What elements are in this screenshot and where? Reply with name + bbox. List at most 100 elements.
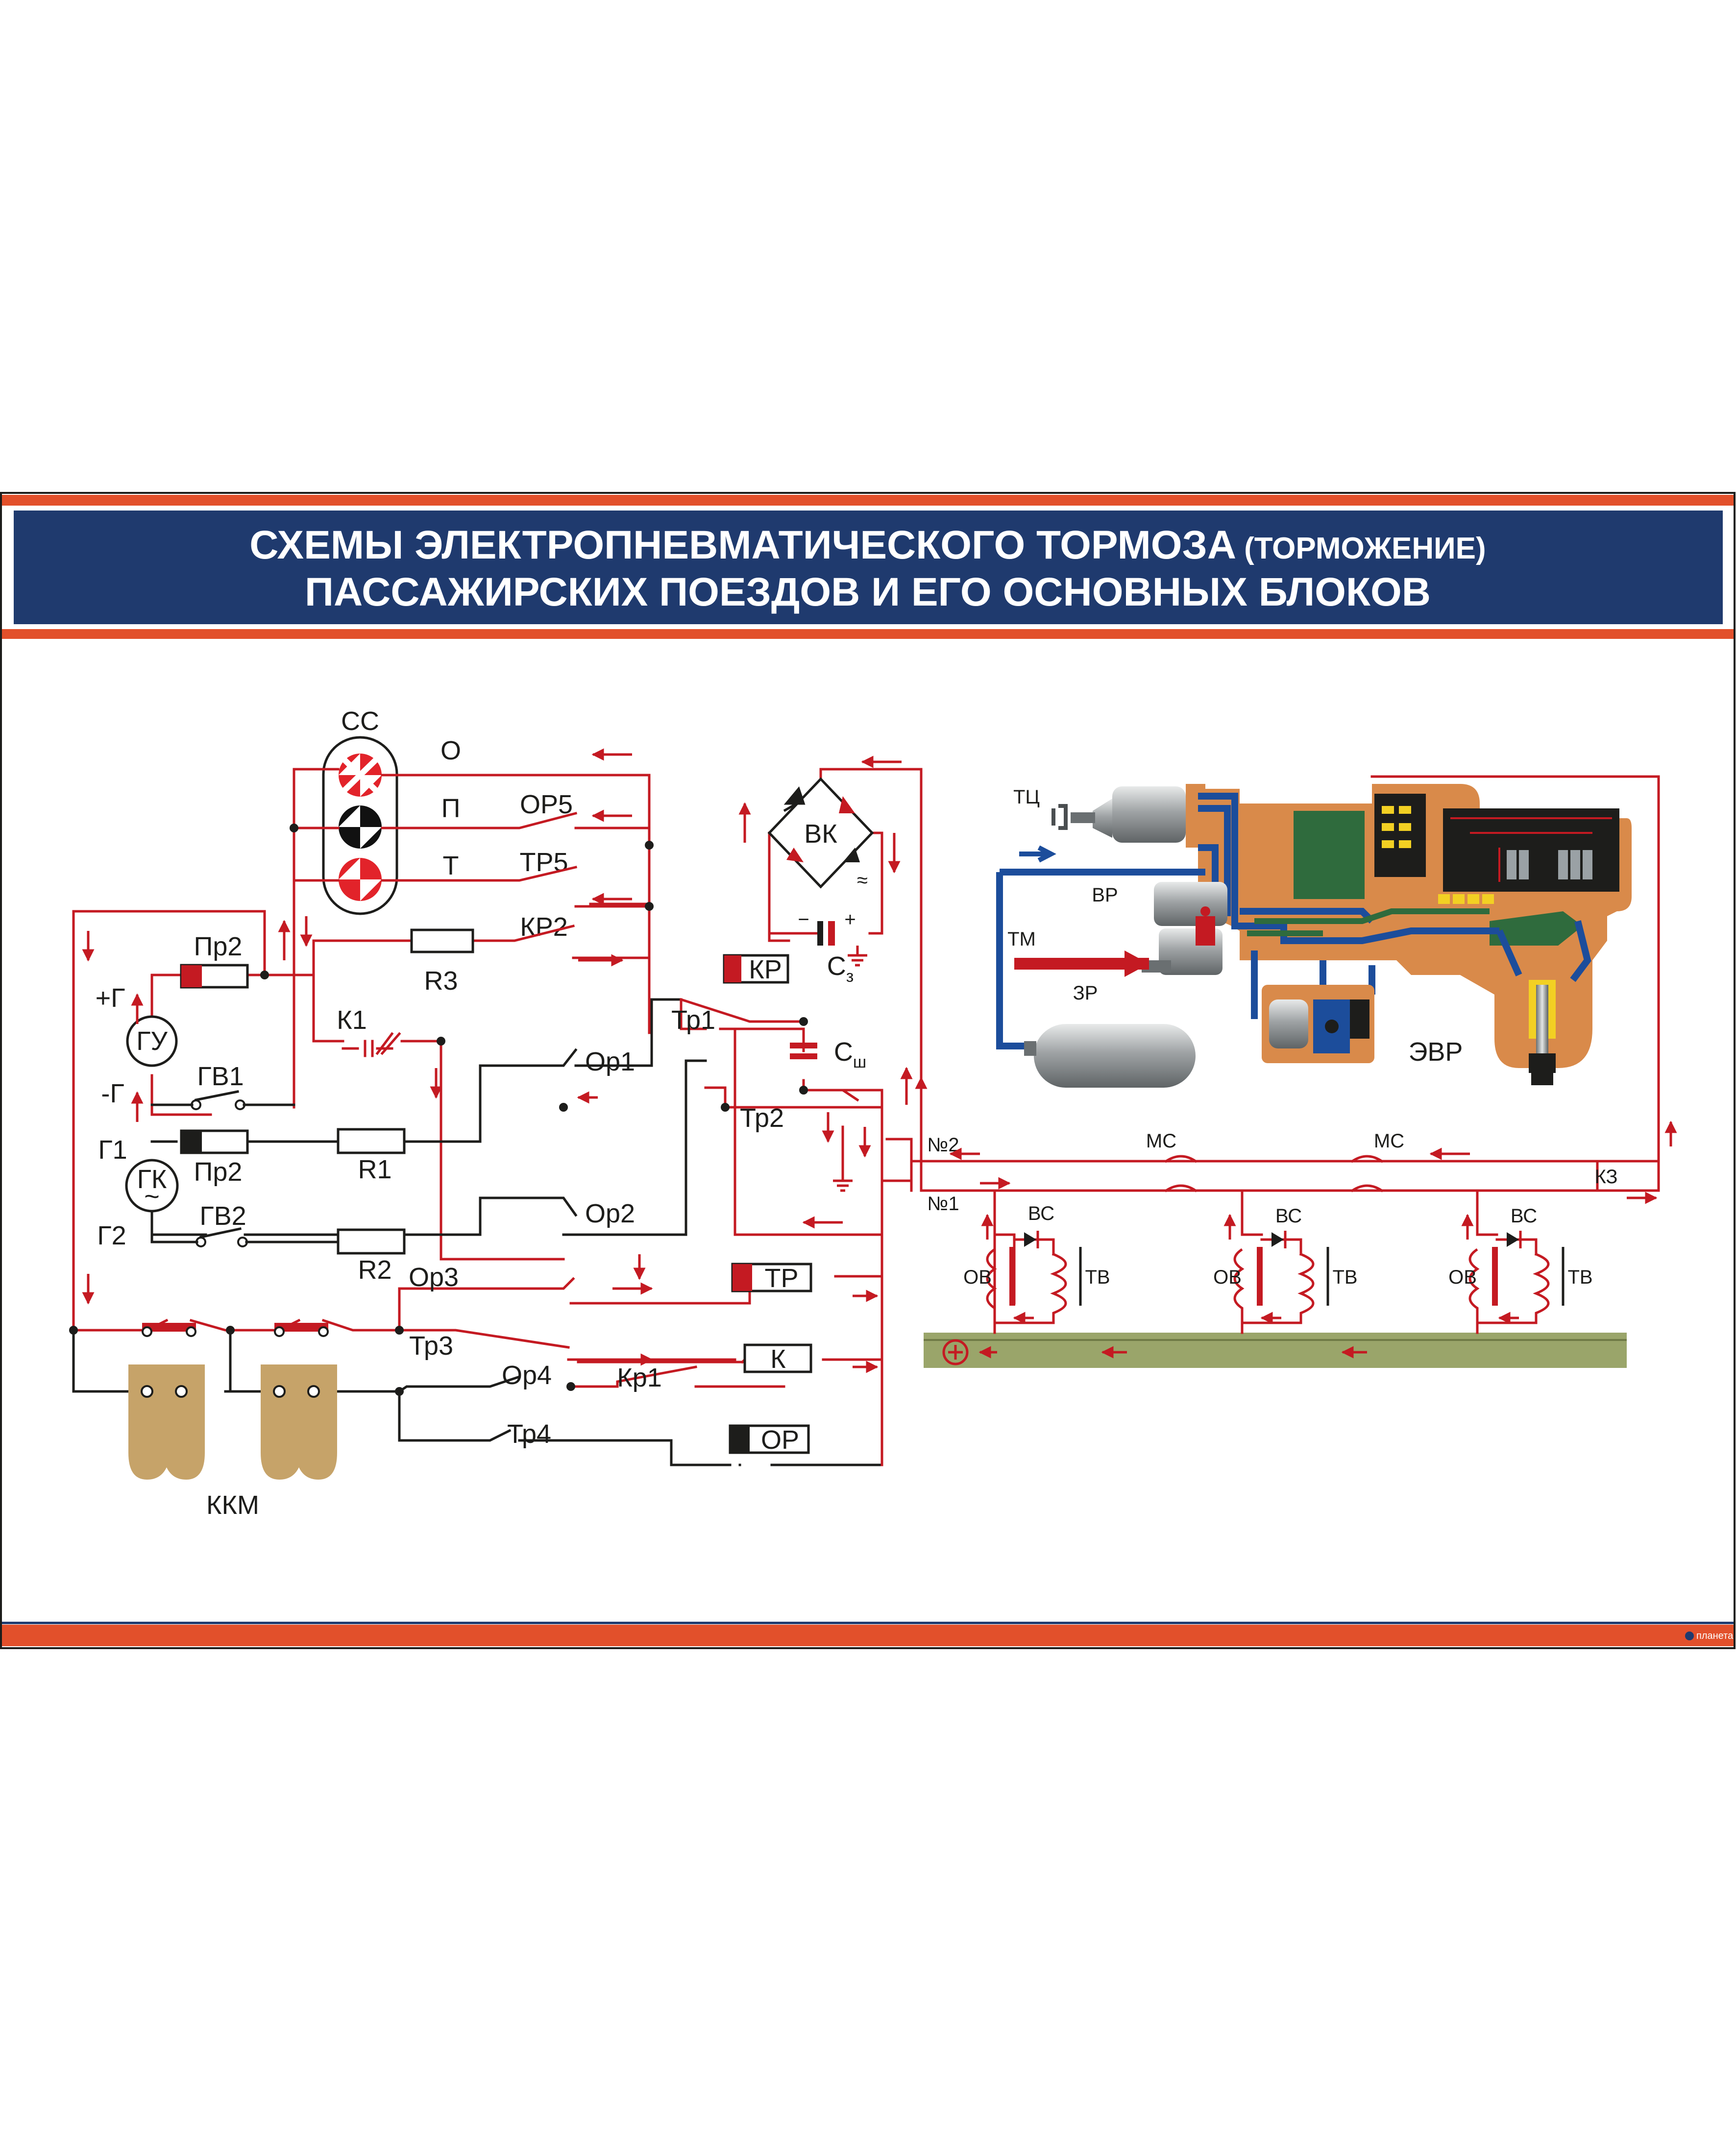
rectifier-bridge: ВК + − Сз ≈ Сш [767,768,923,1192]
resistor-r2 [337,1228,406,1255]
footer-logo: планета [1685,1631,1734,1641]
lamp-p-label: П [441,794,461,823]
tc-label: ТЦ [1013,786,1040,808]
evr-assembly: ТЦ [996,784,1632,1088]
ms1-label: МС [1146,1130,1176,1152]
evr-green-chamber [1294,811,1365,899]
rail [924,1333,1627,1368]
evr-green-pipes [1247,908,1490,936]
vs-1-label: ВС [1028,1203,1054,1224]
gv2-label: ГВ2 [199,1201,246,1231]
lamp-t [339,858,382,901]
signal-panel: СС О П Т ОР5 ТР5 КР2 [322,706,573,942]
gk-unit: ГК ~ [125,1159,179,1213]
gv1-label: ГВ1 [197,1062,244,1091]
contact-tr5-label: ТР5 [519,848,568,877]
tp4-label: Тр4 [507,1419,551,1449]
evr-electric-valve [1262,985,1374,1063]
title-line-2: ПАССАЖИРСКИХ ПОЕЗДОВ И ЕГО ОСНОВНЫХ БЛОК… [305,570,1431,614]
relay-kr: КР [723,954,789,984]
title-line-1: СХЕМЫ ЭЛЕКТРОПНЕВМАТИЧЕСКОГО ТОРМОЗА(ТОР… [249,523,1486,567]
gu-unit: ГУ [126,1015,178,1067]
fuse-bottom [180,1129,249,1154]
csh-label: Сш [834,1037,866,1072]
capacitor-cz: + − Сз [798,909,856,986]
zr-label: ЗР [1073,982,1098,1004]
r2-label: R2 [358,1255,391,1285]
signal-label: СС [341,706,379,736]
lamp-o-label: О [440,736,461,765]
r3-label: R3 [424,966,458,996]
evr-label: ЭВР [1409,1037,1463,1067]
gv1-switch [150,1090,295,1110]
g2-label: Г2 [97,1221,126,1250]
capacitor-csh: Сш [790,1037,866,1072]
fuse-top [180,964,249,989]
kkm-label: ККМ [206,1490,259,1520]
relay-tr-label: ТР [764,1264,798,1293]
train-line: №2 №1 МС МС КЗ ВС ОВ ТВ ВС ОВ ТВ [885,775,1660,1368]
rail-plus-icon [942,1339,969,1365]
tm-label: ТМ [1007,928,1036,950]
evr-plunger [1514,975,1570,1085]
reservoir-zr [1024,1024,1196,1088]
rectifier-tilde: ≈ [857,870,868,891]
gu-label: ГУ [136,1026,168,1056]
g1-label: Г1 [98,1135,127,1165]
r1-label: R1 [358,1155,391,1184]
kkm-handle-2 [261,1364,337,1480]
k1-contact [342,1032,401,1057]
fuse-bottom-label: Пр2 [194,1157,243,1187]
relays: ТР К ОР КР [723,954,812,1455]
evr-valve-green [1490,911,1583,946]
tv-2-label: ТВ [1332,1266,1357,1288]
tp2-label: Тр2 [740,1103,784,1133]
cz-label: Сз [827,951,854,986]
resistor-r3 [410,928,474,953]
air-distributor [1142,882,1227,975]
lamp-o [339,754,382,797]
tv-3-label: ТВ [1567,1266,1592,1288]
title-note: (ТОРМОЖЕНИЕ) [1244,532,1486,565]
gv2-switch [150,1227,340,1247]
relay-tr: ТР [731,1263,812,1293]
vr-label: ВР [1092,884,1118,906]
k1-label: К1 [337,1005,367,1035]
lamp-t-label: Т [443,851,459,880]
brake-cylinder [1051,784,1205,848]
tv-1-label: ТВ [1085,1266,1110,1288]
left-circuit-components: Пр2 +Г ГУ -Г ГВ1 Пр2 Г1 ГК ~ Г2 [69,824,808,1520]
left-circuit-wires [72,768,913,1466]
gk-symbol: ~ [144,1182,160,1211]
footer-logo-text: планета [1696,1631,1734,1641]
ov-1-label: ОВ [963,1266,992,1288]
resistor-r1 [337,1128,406,1154]
junctions [69,824,808,1396]
wagon-unit-2: ВС ОВ ТВ [1213,1189,1358,1334]
title-main: СХЕМЫ ЭЛЕКТРОПНЕВМАТИЧЕСКОГО ТОРМОЗА [249,523,1236,567]
n1-label: №1 [927,1193,959,1215]
wagon-unit-1: ВС ОВ ТВ [963,1189,1110,1334]
kz-label: КЗ [1594,1166,1617,1188]
wagon-unit-3: ВС ОВ ТВ [1448,1189,1593,1334]
op2-label: Ор2 [585,1199,635,1228]
relay-k: К [743,1343,812,1374]
evr-blue-pipes [996,793,1591,1049]
op4-label: Ор4 [502,1361,552,1390]
lamp-p [339,805,382,849]
relay-kr-label: КР [749,955,782,984]
cz-plus: + [844,909,856,930]
fuse-top-label: Пр2 [194,932,243,961]
ground-symbols [833,946,867,1192]
frame [0,492,1736,1649]
tp1-label: Тр1 [671,1005,715,1035]
relay-or: ОР [729,1424,810,1455]
evr-valve-block [1374,794,1619,904]
kkm-contacts [142,1323,329,1337]
vs-2-label: ВС [1275,1205,1302,1227]
op1-label: Ор1 [585,1047,635,1076]
kkm-handle-1 [128,1364,205,1480]
ms2-label: МС [1374,1130,1404,1152]
plus-g-label: +Г [96,983,125,1013]
minus-g-label: -Г [101,1079,124,1108]
